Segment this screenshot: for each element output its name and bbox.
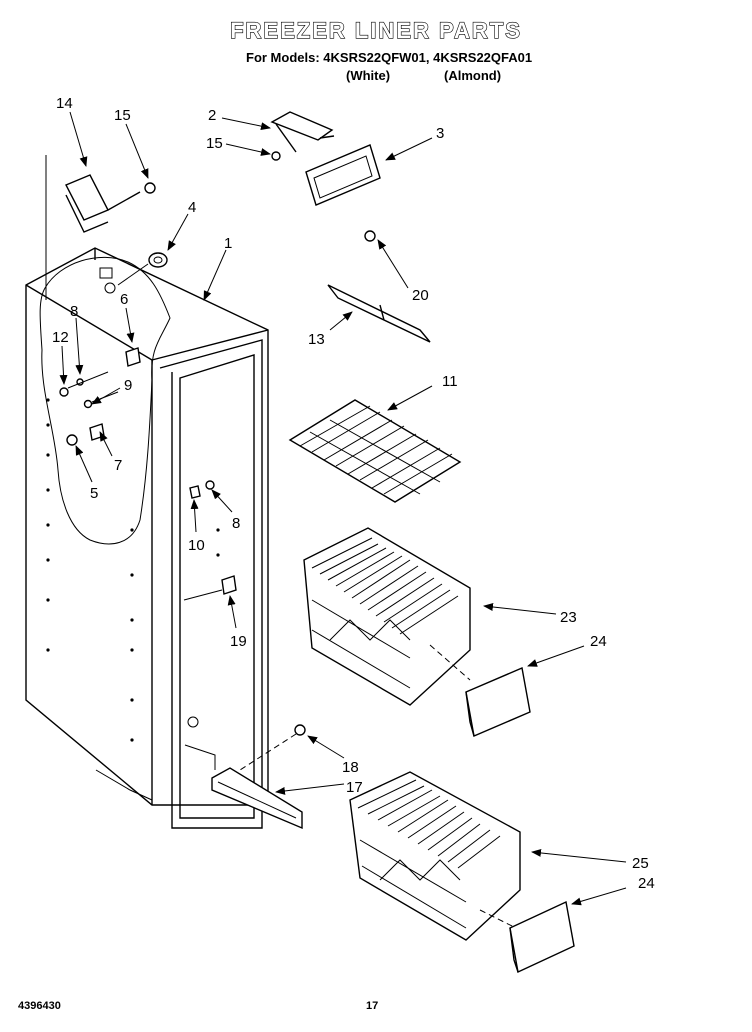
rail-part-17 — [211, 767, 303, 830]
callout-5: 5 — [90, 485, 98, 502]
bracket-part-13 — [327, 230, 431, 343]
basket-handle-part-24-upper — [465, 667, 531, 737]
knob-part-4 — [117, 252, 168, 286]
callout-3: 3 — [436, 125, 444, 142]
fasteners-right-8-10 — [189, 480, 215, 499]
callout-23: 23 — [560, 609, 577, 626]
freezer-basket-part-25 — [349, 771, 521, 941]
callout-20: 20 — [412, 287, 429, 304]
callout-8: 8 — [232, 515, 240, 532]
leader-lines — [59, 111, 627, 906]
basket-handle-part-24-lower — [509, 900, 575, 974]
bracket-part-19 — [221, 575, 237, 595]
callout-14: 14 — [56, 95, 73, 112]
freezer-basket-part-23 — [303, 527, 471, 706]
callout-12: 12 — [52, 329, 69, 346]
callout-labels: 14 15 2 15 3 4 1 6 8 12 9 7 5 20 13 11 8… — [52, 95, 655, 892]
variant-almond-label: (Almond) — [444, 68, 502, 83]
callout-19: 19 — [230, 633, 247, 650]
bracket-part-14 — [65, 174, 109, 233]
callout-9: 9 — [124, 377, 132, 394]
callout-15: 15 — [114, 107, 131, 124]
callout-18: 18 — [342, 759, 359, 776]
document-number: 4396430 — [18, 1000, 61, 1012]
callout-15: 15 — [206, 135, 223, 152]
callout-25: 25 — [632, 855, 649, 872]
callout-2: 2 — [208, 107, 216, 124]
callout-7: 7 — [114, 457, 122, 474]
clip-part-6 — [125, 347, 141, 367]
callout-24: 24 — [590, 633, 607, 650]
cover-panel-part-3 — [305, 144, 381, 206]
bracket-part-2 — [270, 111, 335, 161]
freezer-liner-part — [25, 155, 269, 829]
screw-part-18 — [239, 724, 306, 771]
wire-shelf-part-11 — [288, 399, 462, 503]
page-number: 17 — [366, 1000, 379, 1012]
model-numbers: For Models: 4KSRS22QFW01, 4KSRS22QFA01 — [246, 50, 533, 65]
callout-8: 8 — [70, 303, 78, 320]
variant-white-label: (White) — [346, 68, 391, 83]
small-fasteners-left — [59, 371, 119, 446]
page-title: FREEZER LINER PARTS — [229, 17, 522, 43]
screw-part-15 — [107, 182, 156, 211]
callout-4: 4 — [188, 199, 196, 216]
callout-1: 1 — [224, 235, 232, 252]
callout-11: 11 — [442, 373, 458, 390]
callout-13: 13 — [308, 331, 325, 348]
callout-17: 17 — [346, 779, 363, 796]
callout-24: 24 — [638, 875, 655, 892]
callout-10: 10 — [188, 537, 205, 554]
callout-6: 6 — [120, 291, 128, 308]
